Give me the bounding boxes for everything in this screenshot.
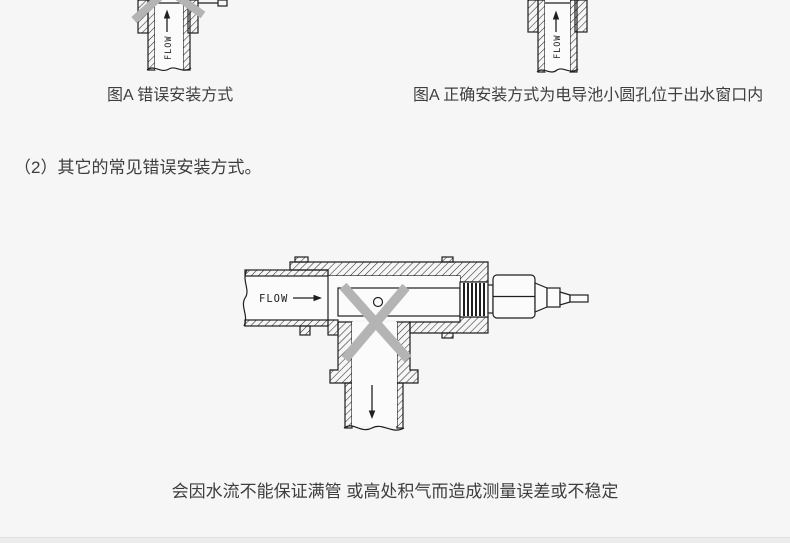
pipe-interior [545,0,570,72]
body-tab [441,256,454,263]
sensor-taper [559,291,571,306]
flow-label: FLOW [553,35,563,59]
caption-wrong-installation: 图A 错误安装方式 [107,87,234,104]
error-cross-icon [131,0,206,23]
sensor-small-hole [372,296,384,308]
break-line [343,425,405,431]
caption-correct-installation: 图A 正确安装方式为电导池小圆孔位于出水窗口内 [413,87,764,104]
error-cross-icon [339,282,412,363]
flow-label: FLOW [259,293,288,305]
main-figure-caption: 会因水流不能保证满管 或高处积气而造成测量误差或不稳定 [171,482,619,501]
sensor-taper [546,287,561,308]
figure-wrong-installation-pipe: FLOW [131,0,228,72]
figure-correct-installation-pipe: FLOW [527,0,588,73]
flange-wall [527,0,539,33]
pipe-wall [569,0,578,73]
flow-arrow-up-icon [552,10,560,32]
flow-arrow-down-icon [368,385,376,419]
sensor-step [487,284,494,314]
pipe-wall [182,0,191,71]
body-tab [441,332,454,339]
sensor-taper [534,282,548,313]
pipe-interior [155,0,183,70]
pipe-wall [537,0,546,73]
break-line [146,67,192,72]
section-heading: （2）其它的常见错误安装方式。 [14,158,262,177]
inlet-pipe-wall [244,319,329,327]
body-tab [299,325,311,336]
down-pipe-wall [344,382,353,429]
body-corner [327,319,339,336]
sensor-cable-stub [569,294,589,303]
flow-arrow-right-icon [293,294,322,302]
down-pipe-wall [396,382,404,429]
figure-tee-pipe-sensor: FLOW [242,256,589,431]
break-line [536,68,579,73]
inlet-pipe-wall [244,269,329,277]
page-bottom-divider [0,537,790,543]
flow-arrow-up-icon [163,9,171,32]
body-tab [294,256,309,263]
flow-label: FLOW [164,36,174,60]
break-line [242,269,248,327]
